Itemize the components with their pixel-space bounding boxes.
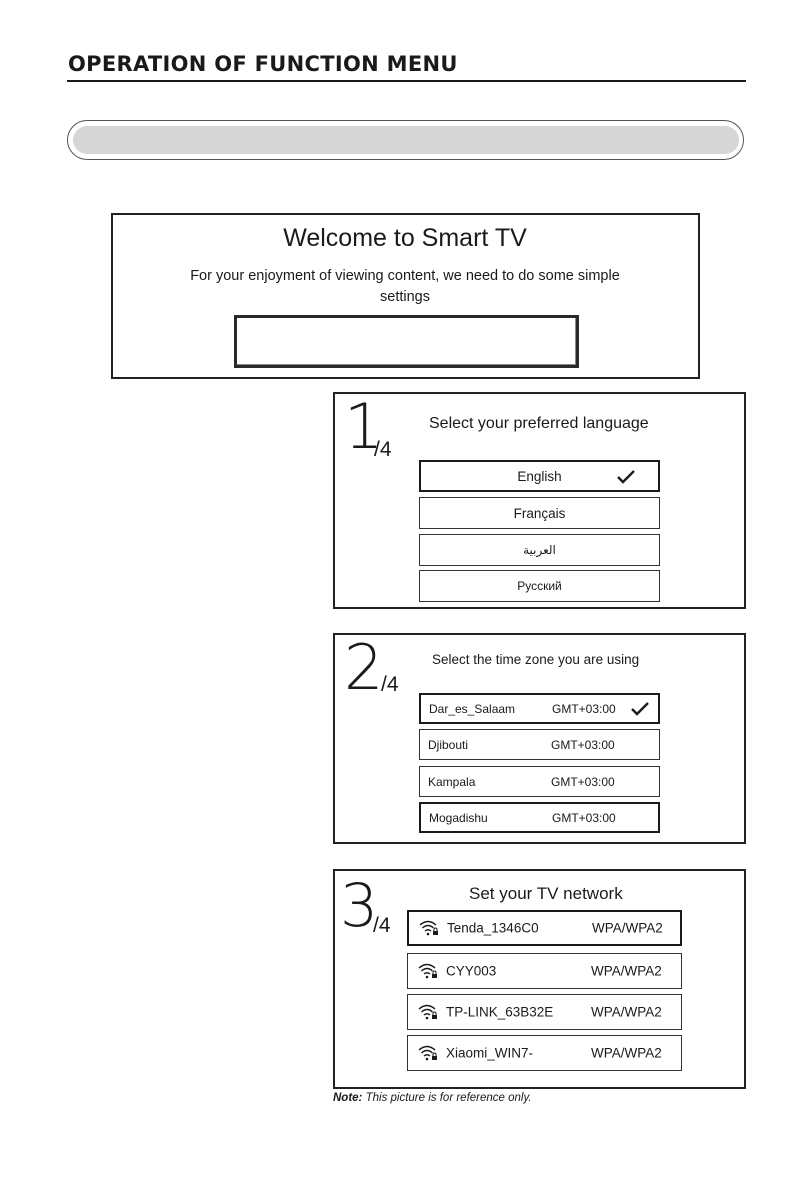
language-option-francais[interactable]: Français — [419, 497, 660, 529]
language-label: العربية — [523, 543, 556, 557]
note-text: This picture is for reference only. — [365, 1092, 532, 1104]
step-number: 3 — [340, 871, 379, 941]
timezone-name: Mogadishu — [429, 810, 488, 825]
network-row-tenda[interactable]: Tenda_1346C0 WPA/WPA2 — [407, 910, 682, 946]
step-number: 2 — [344, 631, 384, 704]
timezone-row-kampala[interactable]: Kampala GMT+03:00 — [419, 766, 660, 797]
welcome-description: For your enjoyment of viewing content, w… — [190, 268, 620, 305]
wifi-lock-icon — [418, 963, 437, 979]
network-security: WPA/WPA2 — [591, 1045, 662, 1061]
heading-divider — [67, 80, 746, 82]
network-row-tp-link[interactable]: TP-LINK_63B32E WPA/WPA2 — [407, 994, 682, 1030]
checkmark-icon — [631, 702, 649, 716]
page-heading: OPERATION OF FUNCTION MENU — [68, 52, 458, 76]
timezone-name: Djibouti — [428, 737, 469, 752]
timezone-offset: GMT+03:00 — [551, 774, 615, 789]
welcome-title: Welcome to Smart TV — [283, 224, 527, 252]
timezone-title: Select the time zone you are using — [432, 652, 640, 667]
wifi-lock-icon — [418, 1045, 437, 1061]
network-security: WPA/WPA2 — [591, 963, 662, 979]
reference-note: Note: This picture is for reference only… — [333, 1092, 532, 1104]
network-ssid: CYY003 — [446, 963, 497, 979]
note-label: Note: — [333, 1092, 363, 1104]
timezone-offset: GMT+03:00 — [552, 810, 616, 825]
language-label: English — [517, 468, 562, 484]
timezone-offset: GMT+03:00 — [552, 701, 616, 716]
network-ssid: TP-LINK_63B32E — [446, 1004, 554, 1020]
timezone-row-djibouti[interactable]: Djibouti GMT+03:00 — [419, 729, 660, 760]
network-title: Set your TV network — [469, 884, 623, 903]
network-ssid: Xiaomi_WIN7- — [446, 1045, 534, 1061]
timezone-row-mogadishu[interactable]: Mogadishu GMT+03:00 — [419, 802, 660, 833]
step-total: /4 — [381, 673, 399, 696]
step-total: /4 — [373, 914, 391, 937]
language-option-russian[interactable]: Русский — [419, 570, 660, 602]
step-total: /4 — [374, 438, 392, 461]
network-row-cyy003[interactable]: CYY003 WPA/WPA2 — [407, 953, 682, 989]
timezone-name: Dar_es_Salaam — [429, 701, 516, 716]
timezone-row-dar-es-salaam[interactable]: Dar_es_Salaam GMT+03:00 — [419, 693, 660, 724]
start-button[interactable] — [234, 315, 579, 368]
network-ssid: Tenda_1346C0 — [447, 920, 539, 936]
network-row-xiaomi[interactable]: Xiaomi_WIN7- WPA/WPA2 — [407, 1035, 682, 1071]
language-label: Русский — [517, 579, 562, 593]
network-security: WPA/WPA2 — [592, 920, 663, 936]
wifi-lock-icon — [418, 1004, 437, 1020]
language-title: Select your preferred language — [429, 415, 649, 432]
language-option-arabic[interactable]: العربية — [419, 534, 660, 566]
section-bar-fill — [73, 126, 739, 154]
checkmark-icon — [617, 470, 635, 484]
network-security: WPA/WPA2 — [591, 1004, 662, 1020]
timezone-name: Kampala — [428, 774, 476, 789]
wifi-lock-icon — [419, 920, 438, 936]
language-label: Français — [513, 505, 566, 521]
timezone-offset: GMT+03:00 — [551, 737, 615, 752]
language-option-english[interactable]: English — [419, 460, 660, 492]
step-number: 1 — [344, 390, 384, 463]
